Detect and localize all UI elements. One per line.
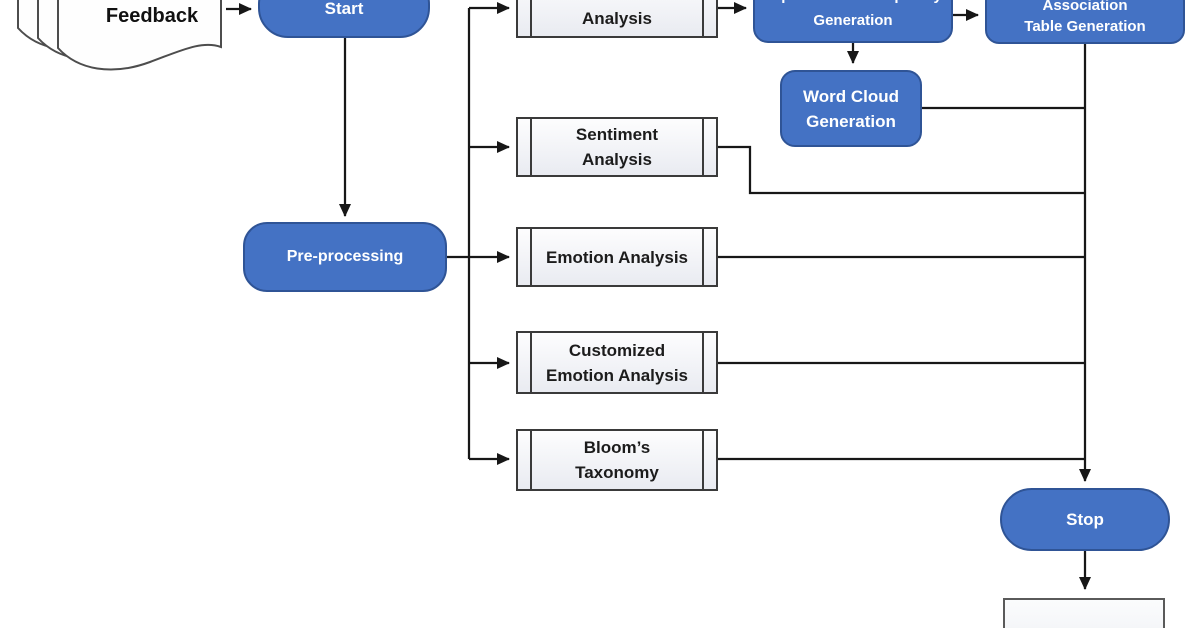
node-stop-label: Stop (1066, 509, 1104, 529)
node-feedback-label: Feedback (105, 4, 199, 27)
node-blooms-line2: Taxonomy (575, 463, 659, 482)
node-feedback: Feedback (78, 0, 226, 34)
node-sentiment-analysis: Sentiment Analysis (516, 117, 718, 177)
node-preprocessing-label: Pre-processing (286, 248, 404, 265)
node-word-cloud-generation: Word Cloud Generation (780, 70, 922, 147)
multi-document-shape (17, 0, 222, 71)
node-customized-line2: Emotion Analysis (545, 365, 688, 385)
document-page-front (57, 0, 222, 71)
node-preprocessing: Pre-processing (243, 222, 447, 292)
node-start-label: Start (324, 0, 364, 18)
node-sentiment-line1: Sentiment (575, 125, 659, 144)
node-emotion-analysis: Emotion Analysis (516, 227, 718, 287)
node-customized-emotion-analysis: Customized Emotion Analysis (516, 331, 718, 394)
edge-sentiment-rail (718, 145, 1085, 195)
node-association-line1: Association (1042, 0, 1128, 14)
node-start: Start (258, 0, 430, 38)
node-blooms-taxonomy: Bloom’s Taxonomy (516, 429, 718, 491)
node-top20-words-frequency-generation: Top 20 Words Frequency Generation (753, 0, 953, 43)
node-top20-line2: Generation (813, 11, 893, 29)
node-association-line2: Table Generation (1024, 17, 1146, 35)
node-association-table-generation: Association Table Generation (985, 0, 1185, 44)
node-stop: Stop (1000, 488, 1170, 551)
node-end-box (1003, 598, 1165, 628)
node-emotion-label: Emotion Analysis (545, 247, 688, 267)
node-wordcloud-line1: Word Cloud (803, 86, 899, 106)
node-customized-line1: Customized (568, 340, 666, 360)
node-classic-line2: Analysis (582, 8, 652, 28)
node-wordcloud-line2: Generation (806, 111, 896, 131)
node-classic-line1: Classic NLP (568, 0, 666, 6)
node-blooms-line1: Bloom’s (583, 438, 651, 457)
node-classic-nlp-analysis: Classic NLP Analysis (516, 0, 718, 38)
node-sentiment-line2: Analysis (582, 150, 652, 169)
node-top20-line1: Top 20 Words Frequency (764, 0, 942, 8)
